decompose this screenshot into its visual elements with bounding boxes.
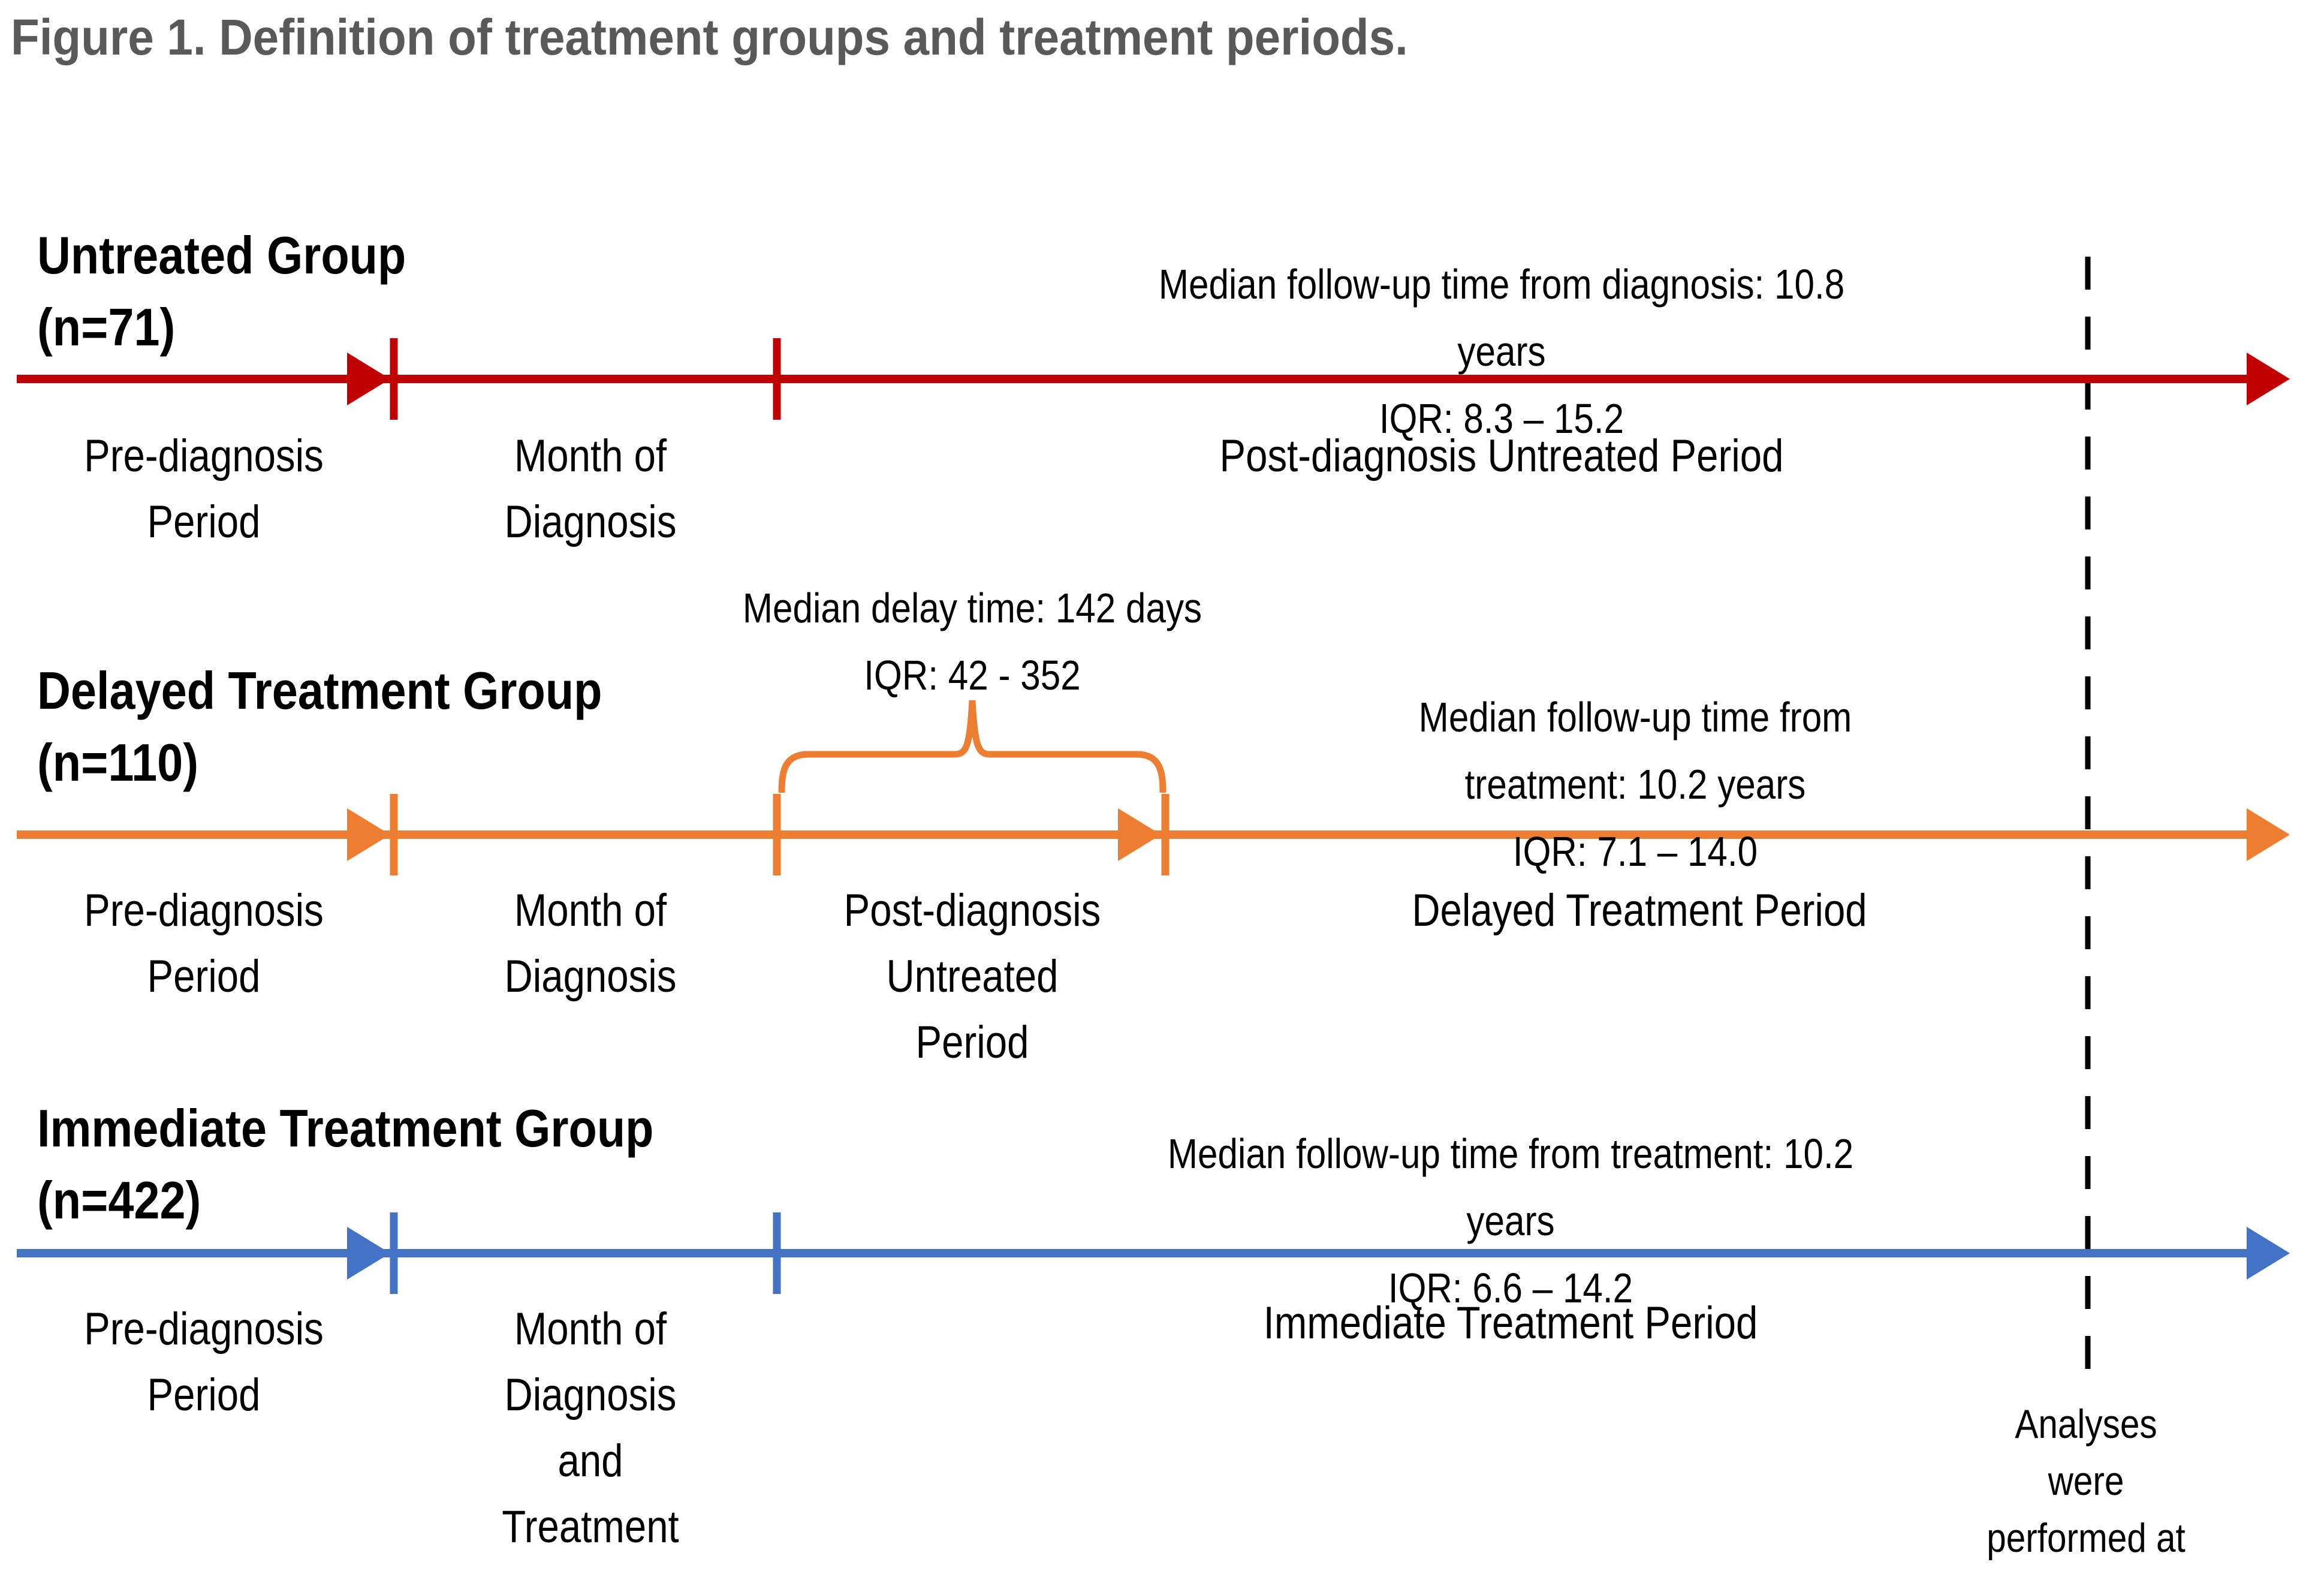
delay-time-brace (778, 700, 1166, 793)
immediate-end-arrowhead (2247, 1227, 2290, 1280)
immediate-month-of-diagnosis-treatment-label: Month of Diagnosis and Treatment (502, 1304, 679, 1552)
figure-title: Figure 1. Definition of treatment groups… (11, 9, 1408, 65)
delayed-end-arrowhead (2247, 808, 2290, 861)
delayed-month-of-diagnosis-label: Month of Diagnosis (504, 885, 677, 1002)
untreated-month-of-diagnosis-label: Month of Diagnosis (504, 431, 677, 547)
immediate-prediagnosis-label: Pre-diagnosis Period (84, 1304, 324, 1420)
delayed-postdiagnosis-untreated-label: Post-diagnosis Untreated Period (843, 885, 1101, 1068)
delayed-treatment-period-label: Delayed Treatment Period (1412, 885, 1867, 936)
delayed-untreated-arrowhead (1118, 808, 1161, 861)
untreated-prediagnosis-arrowhead (347, 353, 390, 405)
delayed-prediagnosis-arrowhead (347, 808, 390, 861)
immediate-treatment-period-label: Immediate Treatment Period (1263, 1298, 1758, 1349)
analysis-cutoff-note: Analyses were performed at up to 5 years… (1987, 1401, 2186, 1561)
group-name-untreated: Untreated Group (n=71) (37, 225, 406, 357)
untreated-period-label: Post-diagnosis Untreated Period (1219, 431, 1784, 481)
group-name-immediate: Immediate Treatment Group (n=422) (37, 1099, 654, 1230)
untreated-followup-annotation: Median follow-up time from diagnosis: 10… (1158, 261, 1845, 442)
untreated-end-arrowhead (2247, 353, 2290, 405)
immediate-followup-annotation: Median follow-up time from treatment: 10… (1167, 1130, 1854, 1311)
delayed-prediagnosis-label: Pre-diagnosis Period (84, 885, 324, 1002)
untreated-prediagnosis-label: Pre-diagnosis Period (84, 431, 324, 547)
group-name-delayed: Delayed Treatment Group (n=110) (37, 661, 602, 792)
delayed-followup-annotation: Median follow-up time from treatment: 10… (1418, 694, 1852, 875)
immediate-prediagnosis-arrowhead (347, 1227, 390, 1280)
delayed-delay-time-annotation: Median delay time: 142 days IQR: 42 - 35… (742, 585, 1202, 699)
